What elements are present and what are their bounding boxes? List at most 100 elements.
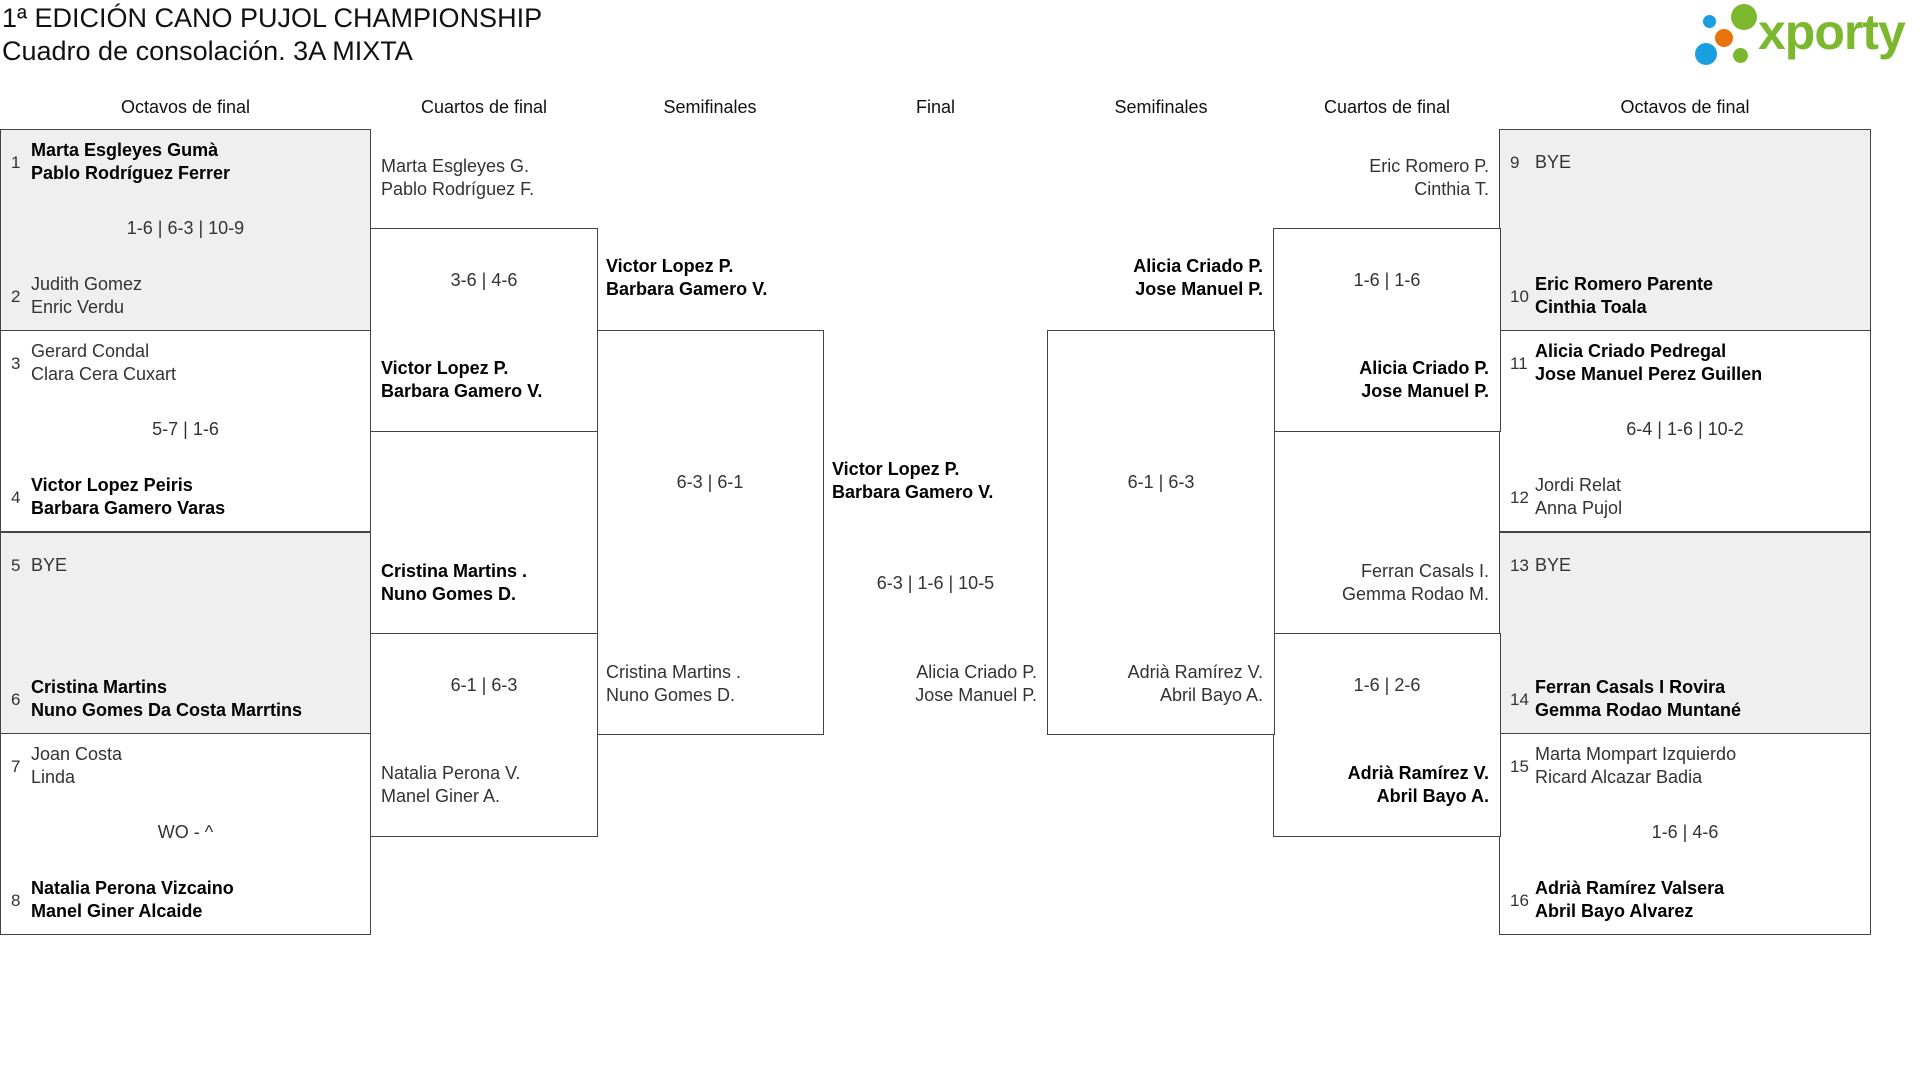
draw-subtitle: Cuadro de consolación. 3A MIXTA (2, 36, 413, 66)
player-name: Judith Gomez (31, 274, 143, 294)
player-name: Anna Pujol (1535, 498, 1623, 518)
team-players: Ferran Casals I.Gemma Rodao M. (1342, 560, 1489, 606)
match-box (370, 228, 598, 432)
player-name: Alicia Criado P. (1359, 358, 1489, 378)
team-entry[interactable]: Victor Lopez P.Barbara Gamero V. (606, 254, 821, 302)
team-entry[interactable]: Victor Lopez P.Barbara Gamero V. (381, 356, 591, 404)
team-entry[interactable]: Adrià Ramírez V. Abril Bayo A. (1280, 761, 1489, 809)
player-name: Abril Bayo A. (1376, 786, 1489, 806)
player-name: Jose Manuel P. (1135, 279, 1263, 299)
player-name: Gemma Rodao Muntané (1535, 700, 1742, 720)
player-name: Manel Giner Alcaide (31, 901, 203, 921)
player-name: Adrià Ramírez V. (1347, 763, 1489, 783)
player-name: Gerard Condal (31, 341, 150, 361)
team-entry[interactable]: Alicia Criado P. Jose Manuel P. (1052, 254, 1263, 302)
team-entry[interactable]: Alicia Criado P.Jose Manuel P. (826, 660, 1037, 708)
match-score: 1-6 | 2-6 (1353, 675, 1421, 695)
player-name: Jose Manuel Perez Guillen (1535, 364, 1763, 384)
logo-dot (1715, 29, 1733, 47)
player-name: Barbara Gamero Varas (31, 498, 226, 518)
player-name: Barbara Gamero V. (832, 482, 994, 502)
player-name: Nuno Gomes Da Costa Marrtins (31, 700, 303, 720)
team-entry[interactable]: Adrià Ramírez V.Abril Bayo A. (1052, 660, 1263, 708)
seed-number: 14 (1510, 689, 1529, 709)
match-box (597, 330, 824, 735)
seed-number: 8 (11, 890, 21, 910)
player-name: Marta Mompart Izquierdo (1535, 744, 1737, 764)
player-name: Pablo Rodríguez Ferrer (31, 163, 231, 183)
team-players: Victor Lopez P.Barbara Gamero V. (832, 458, 993, 504)
player-name: BYE (31, 554, 68, 575)
seed-number: 7 (11, 756, 21, 776)
match-score: 6-3 | 6-1 (676, 472, 744, 492)
match-score: 6-3 | 1-6 | 10-5 (876, 573, 995, 593)
team-entry[interactable]: Ferran Casals I.Gemma Rodao M. (1280, 559, 1489, 607)
player-name: Alicia Criado P. (1133, 256, 1263, 276)
seed-number: 16 (1510, 890, 1529, 910)
player-name: Nuno Gomes D. (381, 584, 517, 604)
match-box (1273, 228, 1501, 432)
player-name: Cinthia Toala (1535, 297, 1647, 317)
team-players: BYE (1535, 151, 1571, 174)
team-players: Alicia Criado P.Jose Manuel P. (1359, 357, 1489, 403)
player-name: Eric Romero P. (1369, 156, 1489, 176)
seed-number: 11 (1510, 353, 1528, 373)
match-box (370, 633, 598, 837)
player-name: Abril Bayo Alvarez (1535, 901, 1694, 921)
team-players: Victor Lopez P.Barbara Gamero V. (381, 357, 542, 403)
round-header: Semifinales (663, 97, 757, 117)
team-entry[interactable]: Natalia Perona V.Manel Giner A. (381, 761, 591, 809)
player-name: Cristina Martins . (381, 561, 528, 581)
match-score: 1-6 | 4-6 (1651, 822, 1719, 842)
player-name: Jose Manuel P. (915, 685, 1037, 705)
player-name: Marta Esgleyes Gumà (31, 140, 219, 160)
match-score: 1-6 | 1-6 (1353, 270, 1421, 290)
team-entry[interactable]: Cristina Martins . Nuno Gomes D. (381, 559, 591, 607)
player-name: Gemma Rodao M. (1341, 584, 1489, 604)
team-entry[interactable]: Cristina Martins .Nuno Gomes D. (606, 660, 821, 708)
team-players: BYE (31, 554, 67, 577)
match-box (1499, 129, 1871, 331)
match-score: 6-1 | 6-3 (1127, 472, 1195, 492)
match-score: 6-4 | 1-6 | 10-2 (1626, 419, 1744, 439)
team-entry[interactable]: Victor Lopez P.Barbara Gamero V. (832, 457, 1042, 505)
player-name: Adrià Ramírez Valsera (1535, 878, 1725, 898)
team-entry[interactable]: Marta Esgleyes G.Pablo Rodríguez F. (381, 154, 591, 202)
player-name: Marta Esgleyes G. (381, 156, 530, 176)
player-name: Barbara Gamero V. (381, 381, 543, 401)
round-header: Octavos de final (1620, 97, 1750, 117)
seed-number: 15 (1510, 756, 1529, 776)
xporty-logo (1690, 0, 1920, 70)
player-name: Alicia Criado Pedregal (1535, 341, 1727, 361)
match-score: 5-7 | 1-6 (152, 419, 219, 439)
player-name: Jordi Relat (1535, 475, 1622, 495)
match-score: 1-6 | 6-3 | 10-9 (126, 218, 245, 238)
team-players: Natalia Perona V.Manel Giner A. (381, 762, 520, 808)
match-score: 3-6 | 4-6 (450, 270, 518, 290)
team-entry[interactable]: Eric Romero P.Cinthia T. (1280, 154, 1489, 202)
player-name: Ferran Casals I Rovira (1535, 677, 1726, 697)
match-score: 6-1 | 6-3 (450, 675, 518, 695)
team-entry[interactable]: Alicia Criado P.Jose Manuel P. (1280, 356, 1489, 404)
team-players: Adrià Ramírez V. Abril Bayo A. (1348, 762, 1489, 808)
